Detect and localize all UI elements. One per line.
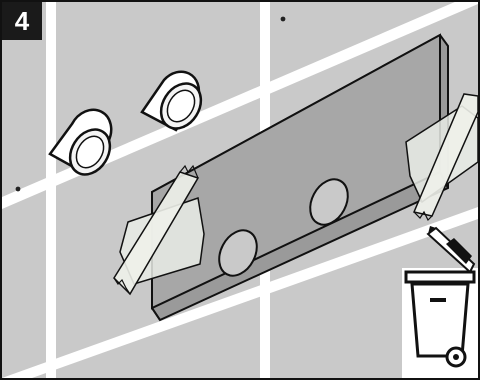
plate-holes (218, 178, 349, 277)
tape-icon (113, 164, 205, 296)
trash-bin-icon (402, 268, 478, 378)
sleeve-icon (48, 70, 203, 176)
sleeve-upper (140, 70, 203, 132)
mounting-plate (151, 33, 449, 322)
step-number-badge: 4 (2, 2, 42, 40)
tape-icon-right (405, 93, 478, 222)
pen-icon (426, 226, 476, 274)
sleeve-lower (48, 108, 113, 176)
